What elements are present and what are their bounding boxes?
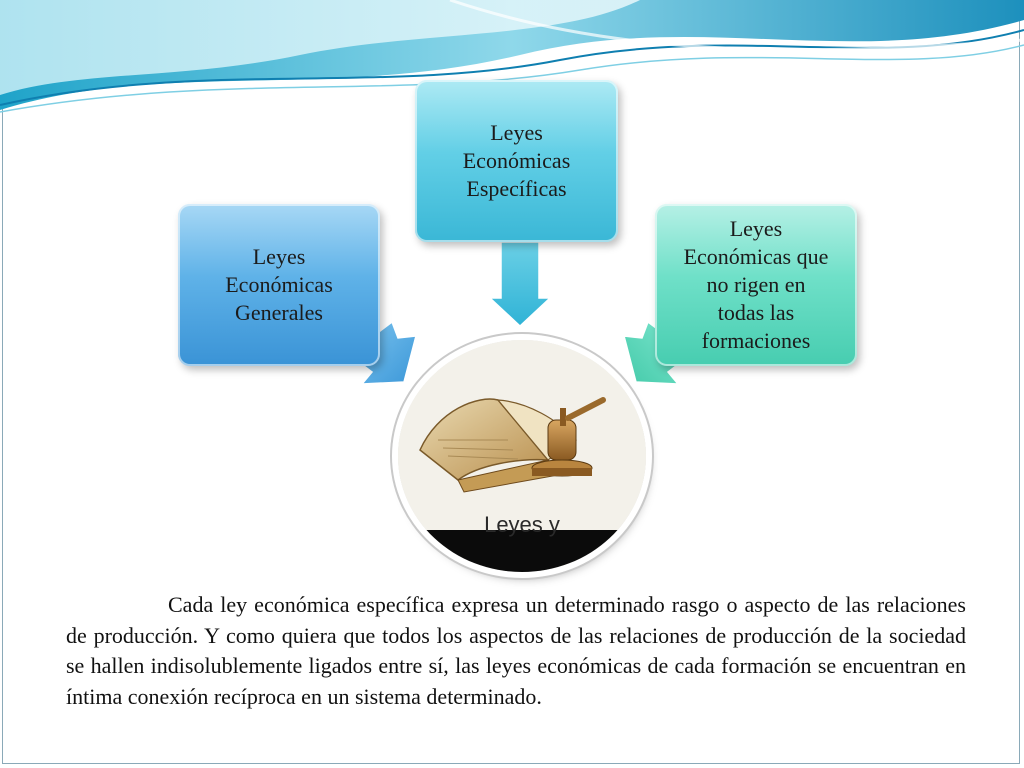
gavel-icon [531, 397, 606, 477]
box-leyes-no-rigen-label: Leyes Económicas que no rigen en todas l… [683, 216, 829, 353]
box-leyes-no-rigen: Leyes Económicas que no rigen en todas l… [655, 204, 857, 366]
body-paragraph: Cada ley económica específica expresa un… [66, 592, 966, 709]
center-dark-band [398, 530, 646, 572]
box-leyes-especificas: Leyes Económicas Específicas [415, 80, 618, 242]
center-label: Leyes y [484, 512, 560, 537]
box-leyes-generales: Leyes Económicas Generales [178, 204, 380, 366]
decorative-waves [0, 0, 1024, 113]
box-leyes-especificas-label: Leyes Económicas Específicas [462, 120, 571, 201]
center-image-circle: Leyes y [398, 340, 646, 572]
box-leyes-generales-label: Leyes Económicas Generales [225, 244, 333, 325]
